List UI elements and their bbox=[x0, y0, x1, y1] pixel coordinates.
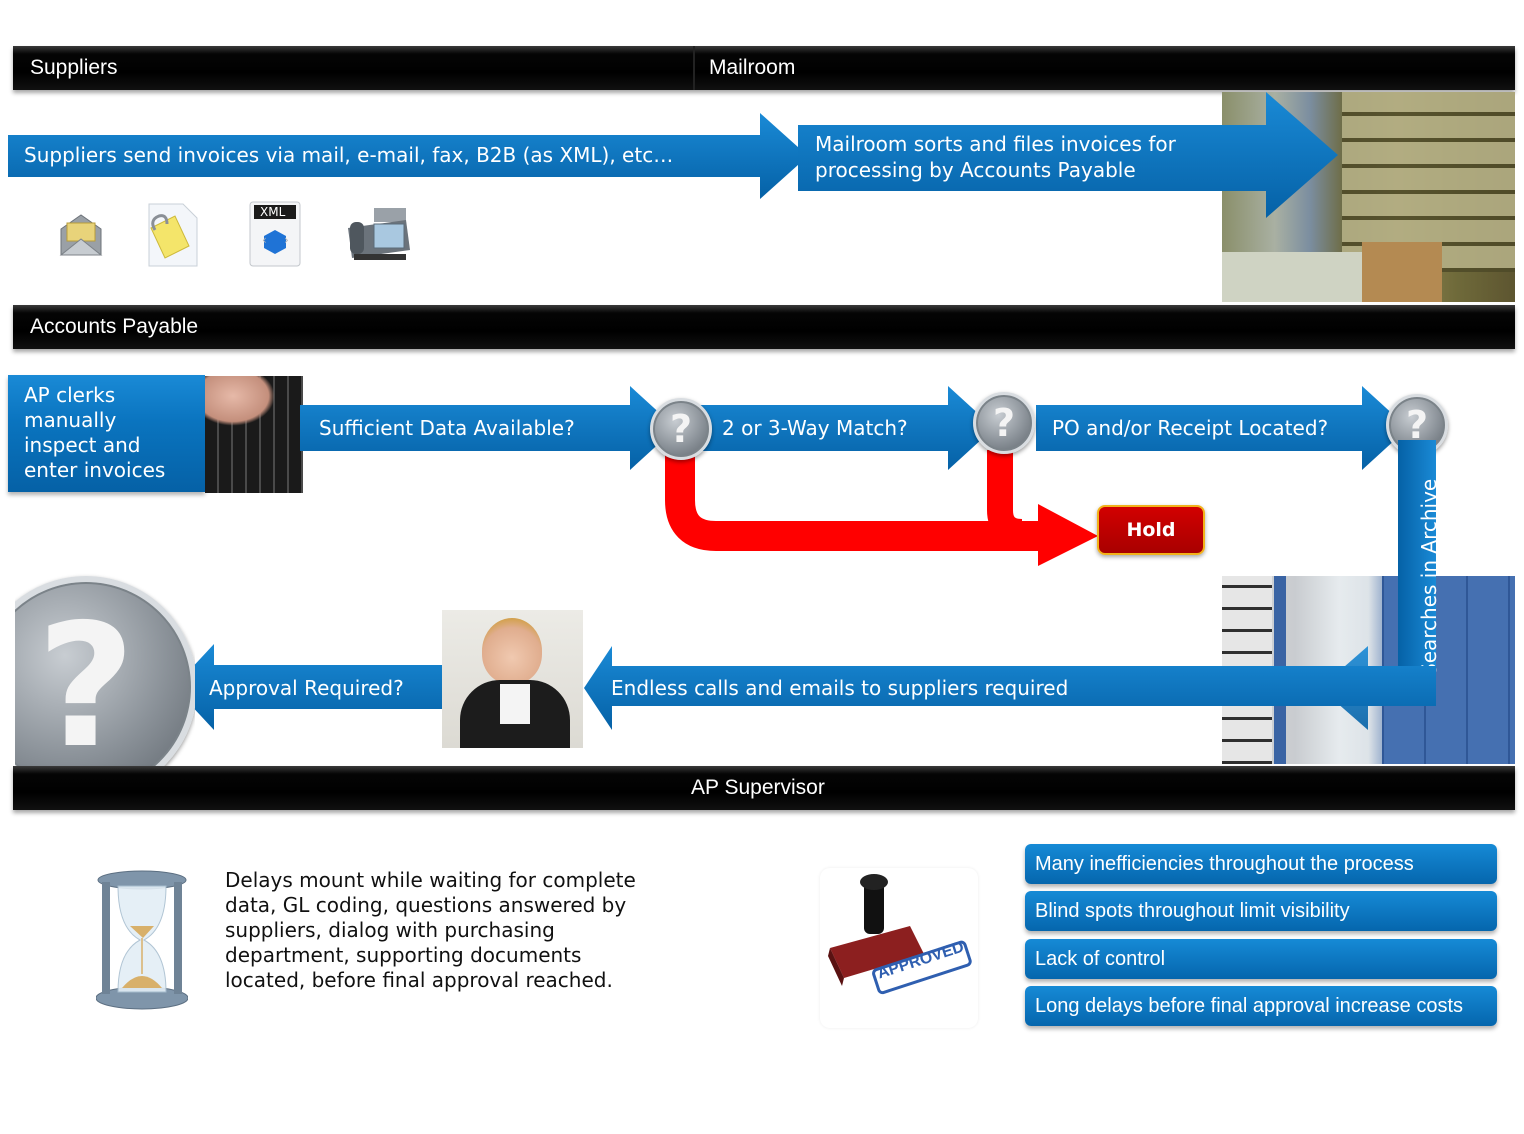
way-match-arrow bbox=[698, 386, 994, 470]
mailroom-photo bbox=[1222, 92, 1515, 302]
mailroom-sorts-label-line1: Mailroom sorts and files invoices for bbox=[815, 132, 1176, 156]
ap-clerks-line1: AP clerks bbox=[24, 383, 116, 407]
delay-description: Delays mount while waiting for complete … bbox=[225, 868, 636, 992]
approval-required-arrow bbox=[174, 644, 442, 730]
document-attachment-icon bbox=[145, 202, 199, 268]
question-icon-sufficient-data: ? bbox=[650, 398, 712, 460]
issue-item: Blind spots throughout limit visibility bbox=[1025, 891, 1497, 931]
issue-item: Long delays before final approval increa… bbox=[1025, 986, 1497, 1026]
lane-header-accounts-payable: Accounts Payable bbox=[13, 305, 1515, 349]
issue-item: Lack of control bbox=[1025, 939, 1497, 979]
svg-text:‹: ‹ bbox=[262, 233, 267, 247]
decision-arrows-row bbox=[300, 386, 1408, 470]
endless-calls-arrow bbox=[584, 646, 1436, 730]
frustrated-caller-photo bbox=[442, 610, 583, 748]
lane-header-ap-supervisor: AP Supervisor bbox=[13, 766, 1515, 810]
ap-clerks-line3: inspect and bbox=[24, 433, 141, 457]
fax-machine-icon bbox=[344, 206, 412, 262]
lane-label-ap-supervisor: AP Supervisor bbox=[691, 776, 825, 799]
svg-text:›: › bbox=[284, 233, 289, 247]
endless-calls-label: Endless calls and emails to suppliers re… bbox=[611, 676, 1069, 700]
question-icon-way-match: ? bbox=[973, 392, 1035, 454]
reject-to-hold-path bbox=[665, 450, 1098, 566]
xml-file-icon: ‹ › XML bbox=[248, 200, 302, 268]
ap-clerks-line4: enter invoices bbox=[24, 458, 166, 482]
lane-header-suppliers-mailroom: Suppliers Mailroom bbox=[13, 46, 1515, 90]
lane-label-accounts-payable: Accounts Payable bbox=[30, 315, 199, 338]
mailroom-sorts-arrow bbox=[798, 92, 1338, 218]
ap-clerks-line2: manually bbox=[24, 408, 117, 432]
sufficient-data-arrow bbox=[300, 386, 676, 470]
po-receipt-arrow bbox=[1036, 386, 1408, 470]
mailroom-sorts-label-line2: processing by Accounts Payable bbox=[815, 158, 1136, 182]
approved-stamp-image: APPROVED bbox=[820, 868, 978, 1028]
po-receipt-label: PO and/or Receipt Located? bbox=[1052, 416, 1329, 440]
issue-item: Many inefficiencies throughout the proce… bbox=[1025, 844, 1497, 884]
approval-required-label: Approval Required? bbox=[209, 676, 404, 700]
ap-clerks-box: AP clerks manually inspect and enter inv… bbox=[8, 375, 205, 492]
hourglass-icon bbox=[95, 870, 189, 1010]
suppliers-send-arrow bbox=[8, 113, 808, 199]
question-icon-po-receipt: ? bbox=[1386, 394, 1448, 456]
sufficient-data-label: Sufficient Data Available? bbox=[319, 416, 575, 440]
searches-archive-connector bbox=[1398, 440, 1436, 698]
approval-question-icon-large: ? bbox=[15, 566, 195, 766]
email-envelope-icon bbox=[59, 209, 103, 259]
hold-status-box: Hold bbox=[1097, 505, 1205, 555]
lane-label-mailroom: Mailroom bbox=[709, 56, 796, 79]
suppliers-send-label: Suppliers send invoices via mail, e-mail… bbox=[24, 143, 674, 167]
xml-file-label: XML bbox=[260, 205, 286, 219]
keyboard-typing-photo bbox=[205, 376, 303, 493]
way-match-label: 2 or 3-Way Match? bbox=[722, 416, 908, 440]
lane-divider bbox=[693, 46, 695, 90]
lane-label-suppliers: Suppliers bbox=[30, 56, 118, 79]
